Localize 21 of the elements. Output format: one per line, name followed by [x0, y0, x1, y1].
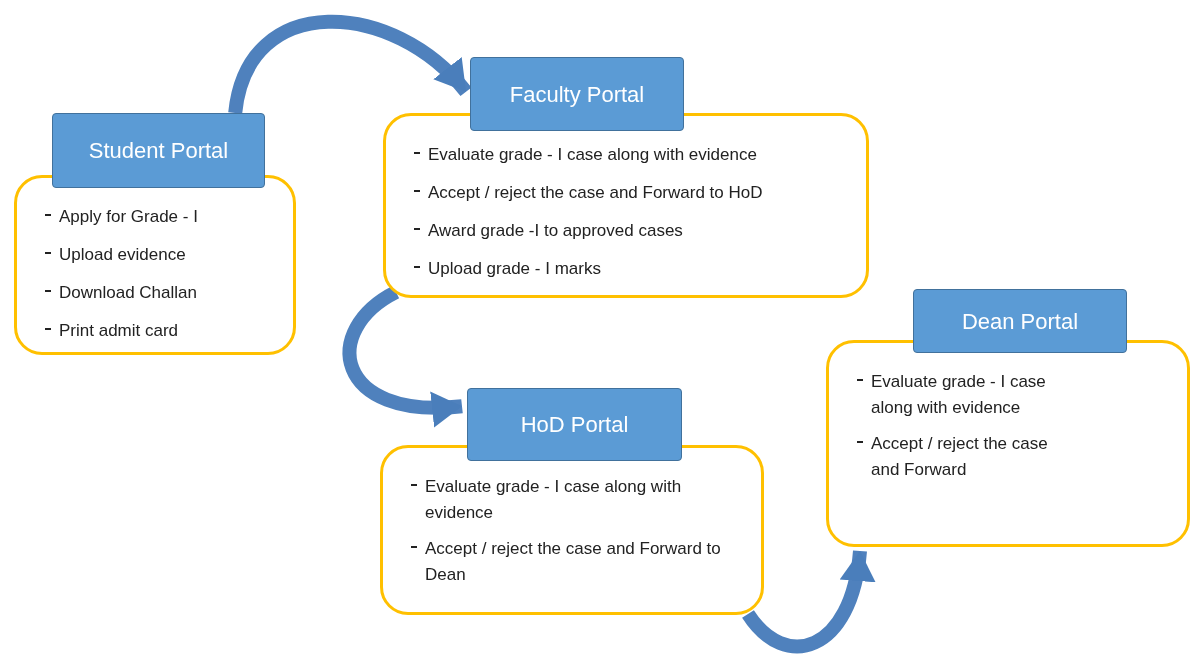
portal-header: Student Portal [52, 113, 265, 188]
list-item-text: Upload evidence [59, 244, 186, 266]
rounded-list-box [14, 175, 296, 355]
list-item-text: Accept / reject the case and Forward [871, 433, 1049, 481]
list-item-text: Award grade -I to approved cases [428, 220, 683, 242]
portal-header: HoD Portal [467, 388, 682, 461]
list-item-text: Accept / reject the case and Forward to HoD [428, 182, 763, 204]
rounded-list-box [380, 445, 764, 615]
list-item-text: Accept / reject the case and Forward to Dean [425, 538, 722, 586]
portal-header: Dean Portal [913, 289, 1127, 353]
list-item-text: Download Challan [59, 282, 197, 304]
list-item-text: Evaluate grade - I case along with evidence [428, 144, 757, 166]
rounded-list-box [826, 340, 1190, 547]
list-item-text: Upload grade - I marks [428, 258, 601, 280]
list-item-text: Evaluate grade - I case along with evidence [871, 371, 1047, 419]
rounded-list-box [383, 113, 869, 298]
portal-header: Faculty Portal [470, 57, 684, 131]
curved-arrow [228, 14, 472, 115]
list-item-text: Evaluate grade - I case along with evidence [425, 476, 683, 524]
list-item-text: Print admit card [59, 320, 179, 342]
list-item-text: Apply for Grade - I [59, 206, 198, 228]
